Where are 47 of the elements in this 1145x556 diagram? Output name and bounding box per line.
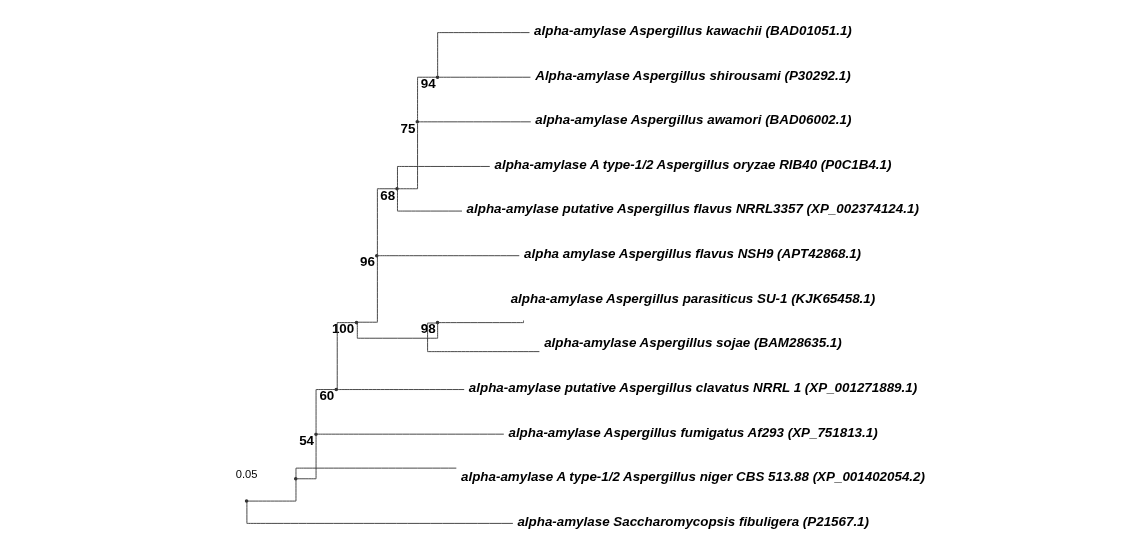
connector — [426, 322, 540, 353]
connector — [438, 76, 531, 78]
connector — [356, 256, 378, 323]
connector — [296, 435, 316, 480]
node-point — [244, 499, 248, 503]
node-text: alpha-amylase Saccharomycopsis fibuligera (P21567.1) — [516, 513, 869, 529]
node-point — [415, 120, 419, 124]
node-point — [313, 432, 318, 436]
node-label: 68 — [379, 187, 395, 203]
node-text: alpha-amylase putative Aspergillus flavus NRRL3357 (XP_002374124.1) — [466, 201, 919, 217]
node-text: alpha-amylase Aspergillus sojae (BAM28635.1) — [543, 335, 842, 351]
node-label: 60 — [318, 388, 334, 404]
node-text: alpha-amylase putative Aspergillus clavatus NRRL 1 (XP_001271889.1) — [468, 379, 917, 395]
node-label: 75 — [399, 120, 415, 136]
node-label: 98 — [420, 321, 436, 337]
node-text: alpha amylase Aspergillus flavus NSH9 (APT42868.1) — [523, 246, 861, 262]
node-text: alpha-amylase Aspergillus parasiticus SU-1 (KJK65458.1) — [510, 290, 875, 306]
connector — [416, 76, 437, 121]
node-label: 94 — [420, 76, 436, 92]
connector — [315, 389, 335, 434]
connector — [396, 166, 490, 188]
node-point — [435, 320, 439, 325]
node-text: alpha-amylase Aspergillus awamori (BAD06002.1) — [534, 112, 851, 128]
connector — [356, 323, 438, 339]
node-text: alpha-amylase Aspergillus fumigatus Af293 (XP_751813.1) — [507, 424, 878, 440]
connector — [436, 32, 530, 77]
label: 0.05 — [235, 468, 257, 481]
node-point — [394, 187, 399, 191]
connector — [397, 123, 418, 190]
node-label: 100 — [331, 321, 354, 337]
node-label: 54 — [298, 432, 314, 448]
node-text: alpha-amylase A type-1/2 Aspergillus oryzae RIB40 (P0C1B4.1) — [494, 156, 891, 172]
node-text: Alpha-amylase Aspergillus shirousami (P30292.1) — [534, 67, 851, 83]
node-point — [435, 75, 439, 79]
node-point — [374, 253, 379, 258]
connector — [377, 255, 520, 257]
node-point — [293, 477, 297, 481]
node-point — [334, 387, 338, 392]
connector — [417, 121, 531, 123]
connector — [376, 188, 396, 255]
connector — [295, 467, 457, 478]
node-point — [354, 320, 358, 325]
node-text: alpha-amylase A type-1/2 Aspergillus niger CBS 513.88 (XP_001402054.2) — [460, 469, 925, 485]
node-text: alpha-amylase Aspergillus kawachii (BAD01051.1) — [533, 22, 852, 38]
connector — [437, 320, 524, 324]
node-label: 96 — [359, 254, 375, 270]
connector — [316, 433, 504, 435]
